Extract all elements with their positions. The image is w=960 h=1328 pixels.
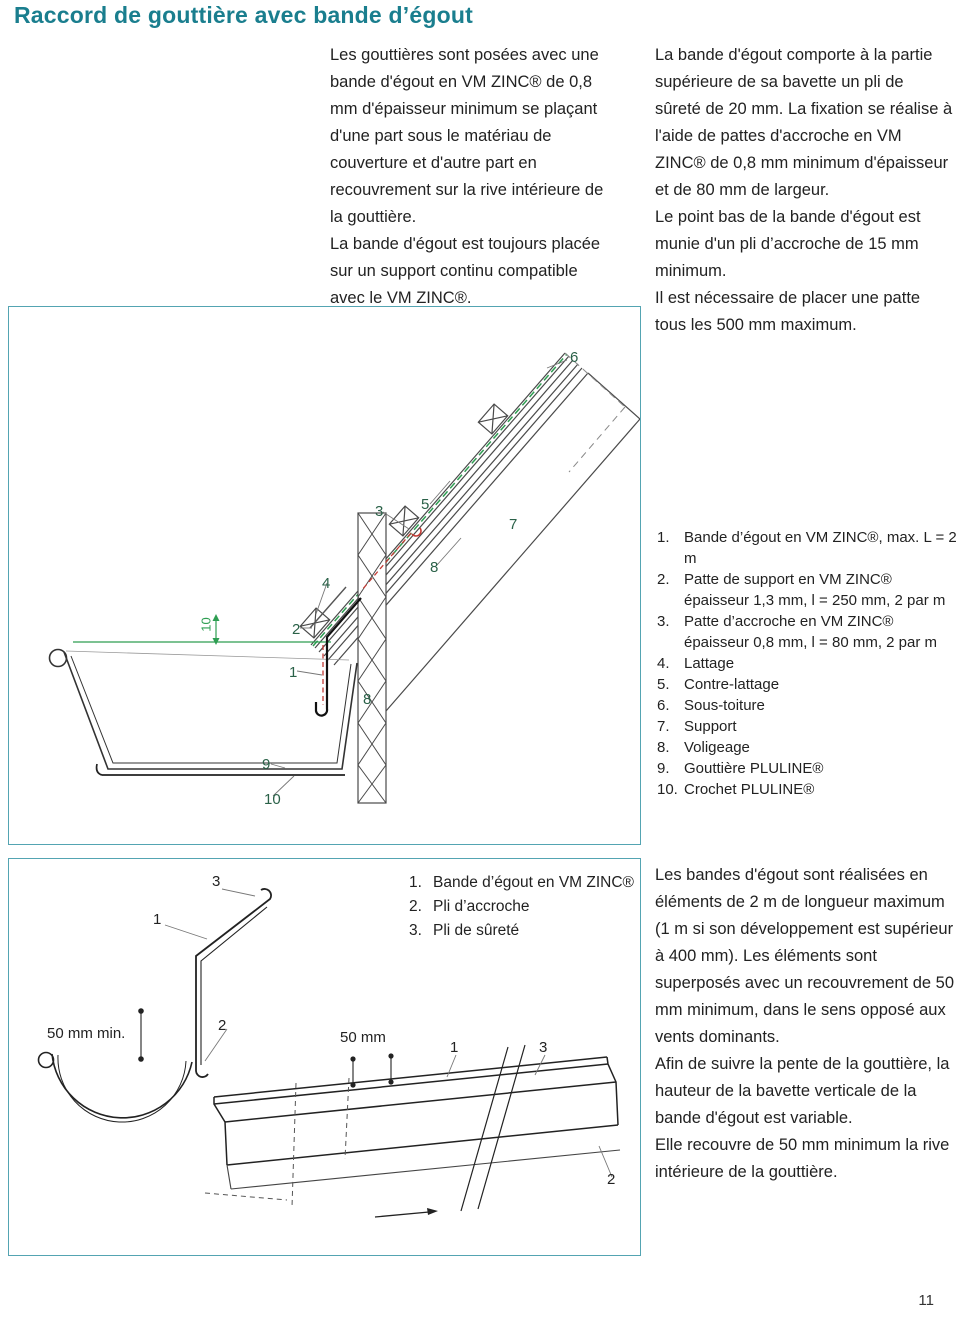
dim-label-10mm: 10 bbox=[198, 617, 214, 632]
dim-label-50mm: 50 mm bbox=[340, 1029, 386, 1046]
callout-6: 6 bbox=[570, 349, 579, 366]
intro-paragraph: Les gouttières sont posées avec une band… bbox=[330, 46, 604, 226]
strip-perspective bbox=[213, 1056, 619, 1166]
callout-8: 8 bbox=[430, 559, 439, 576]
bottom-diagram-frame: 3 1 2 1 3 2 50 mm min. 50 mm 1.Bande d’é… bbox=[8, 858, 641, 1256]
support-slab bbox=[385, 372, 640, 712]
laying-direction-arrow bbox=[374, 1208, 438, 1218]
callout-2-accroche: 2 bbox=[218, 1017, 227, 1034]
hidden-fold-lines bbox=[204, 1077, 350, 1208]
legend-bottom: 1.Bande d’égout en VM ZINC® 2.Pli d’accr… bbox=[409, 871, 634, 943]
intro-paragraph: La bande d'égout comporte à la partie su… bbox=[655, 46, 953, 199]
legend-item: 10.Crochet PLULINE® bbox=[657, 781, 815, 798]
overlap-joint-lines bbox=[460, 1044, 526, 1212]
callout-10: 10 bbox=[264, 791, 281, 808]
bande-egout-profile bbox=[314, 597, 362, 717]
sous-toiture-membrane bbox=[312, 353, 568, 647]
bottom-paragraph: Les bandes d'égout sont réalisées en élé… bbox=[655, 866, 955, 1046]
legend-item: 1.Bande d’égout en VM ZINC®, max. L = 2 … bbox=[657, 529, 957, 567]
roof-deck-layers bbox=[310, 352, 589, 666]
callout-2b: 2 bbox=[607, 1171, 616, 1188]
flashing-profile bbox=[195, 888, 272, 1078]
dim-50min-line bbox=[138, 1008, 144, 1062]
legend-item: 3.Pli de sûreté bbox=[409, 922, 520, 939]
intro-paragraph: Le point bas de la bande d'égout est mun… bbox=[655, 208, 921, 280]
gutter-profile bbox=[37, 1051, 193, 1123]
dim-10-arrow bbox=[212, 614, 220, 645]
leaders-left bbox=[164, 888, 256, 1062]
callout-8b: 8 bbox=[363, 691, 372, 708]
callout-1b: 1 bbox=[450, 1039, 459, 1056]
legend-item: 4.Lattage bbox=[657, 655, 735, 672]
callout-7: 7 bbox=[509, 516, 518, 533]
intro-paragraph: Il est nécessaire de placer une patte to… bbox=[655, 289, 921, 334]
page-number: 11 bbox=[918, 1292, 934, 1309]
dim-label-50mm-min: 50 mm min. bbox=[47, 1025, 126, 1042]
legend-item: 7.Support bbox=[657, 718, 737, 735]
patte-support-line bbox=[309, 586, 347, 629]
legend-item: 2.Patte de support en VM ZINC® épaisseur… bbox=[657, 571, 946, 609]
legend-item: 9.Gouttière PLULINE® bbox=[657, 760, 824, 777]
crochet-pluline bbox=[95, 763, 345, 776]
bottom-paragraph: Elle recouvre de 50 mm minimum la rive i… bbox=[655, 1136, 950, 1181]
callout-4: 4 bbox=[322, 575, 331, 592]
callout-3: 3 bbox=[375, 503, 384, 520]
callout-5: 5 bbox=[421, 496, 430, 513]
hidden-edge-dashes bbox=[564, 352, 626, 473]
callout-3-securite: 3 bbox=[212, 873, 221, 890]
gutter-pluline bbox=[48, 648, 358, 770]
callout-1: 1 bbox=[289, 664, 298, 681]
callout-9: 9 bbox=[262, 756, 271, 773]
legend-item: 2.Pli d’accroche bbox=[409, 898, 530, 915]
leaders-right bbox=[446, 1054, 613, 1178]
callout-2: 2 bbox=[292, 621, 301, 638]
main-diagram-frame: 6 3 5 7 8 4 2 1 8 9 10 10 bbox=[8, 306, 641, 845]
legend-item: 3.Patte d’accroche en VM ZINC® épaisseur… bbox=[657, 613, 938, 651]
bottom-text-column: Les bandes d'égout sont réalisées en élé… bbox=[655, 862, 955, 1186]
bottom-diagram-drawing bbox=[37, 888, 621, 1218]
patte-accroche-red-detail bbox=[322, 527, 422, 705]
legend-item: 6.Sous-toiture bbox=[657, 697, 765, 714]
page-title: Raccord de gouttière avec bande d’égout bbox=[14, 2, 473, 28]
intro-left-column: Les gouttières sont posées avec une band… bbox=[330, 42, 612, 312]
intro-right-column: La bande d'égout comporte à la partie su… bbox=[655, 42, 953, 339]
callout-1-bande: 1 bbox=[153, 911, 162, 928]
intro-paragraph: La bande d'égout est toujours placée sur… bbox=[330, 235, 601, 307]
callout-3b: 3 bbox=[539, 1039, 548, 1056]
legend-item: 8.Voligeage bbox=[657, 739, 750, 756]
dim-50-ticks bbox=[350, 1053, 394, 1088]
legend-main: 1.Bande d’égout en VM ZINC®, max. L = 2 … bbox=[657, 527, 957, 800]
legend-item: 1.Bande d’égout en VM ZINC® bbox=[409, 874, 634, 891]
main-diagram-drawing bbox=[48, 352, 640, 804]
gutter-edge-under bbox=[226, 1149, 621, 1190]
rafter-support bbox=[357, 512, 387, 804]
bottom-paragraph: Afin de suivre la pente de la gouttière,… bbox=[655, 1055, 950, 1127]
legend-item: 5.Contre-lattage bbox=[657, 676, 780, 693]
leader-lines bbox=[270, 359, 568, 797]
